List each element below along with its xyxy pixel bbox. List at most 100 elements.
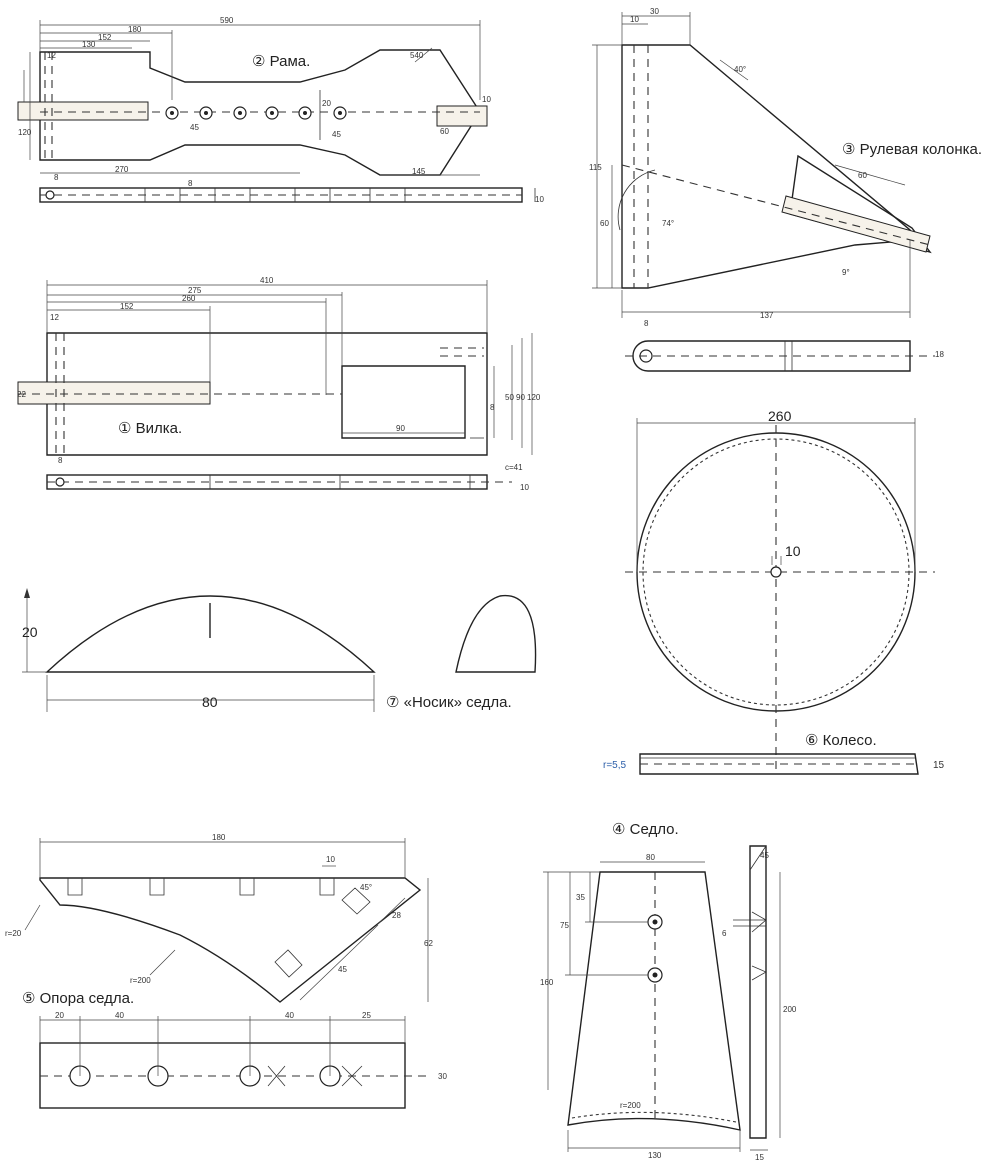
steering-dim-6: 60 — [858, 171, 867, 180]
fork-dim-13: c=41 — [505, 463, 523, 472]
frame-dim-8: 20 — [322, 99, 331, 108]
support-dim-8: r=200 — [130, 976, 151, 985]
saddle-dim-10: 6 — [722, 929, 727, 938]
steering-dim-8: 9° — [842, 268, 850, 277]
saddle-support-part: 180 10 45° 28 45 62 r=20 r=200 ⑤ Опора с… — [5, 833, 447, 1109]
saddle-dim-2: 45 — [760, 851, 769, 860]
steering-dim-11: 18 — [935, 350, 944, 359]
frame-slot-left — [17, 101, 149, 121]
fork-body — [46, 332, 488, 456]
frame-dim-14: 10 — [535, 195, 544, 204]
fork-dim-1: 410 — [260, 276, 274, 285]
support-dim-2: 10 — [326, 855, 335, 864]
fork-dim-5: 12 — [50, 313, 59, 322]
fork-dim-12: 8 — [58, 456, 63, 465]
steering-dim-3: 40° — [734, 65, 746, 74]
steering-slot — [781, 195, 931, 253]
steering-dimension-lines — [592, 12, 911, 318]
saddle-dim-6: 200 — [783, 1005, 797, 1014]
saddle-body — [567, 871, 741, 1131]
support-dim-9: 20 — [55, 1011, 64, 1020]
frame-dim-12: 270 — [115, 165, 129, 174]
saddle-part: 80 45 35 75 160 200 r=200 130 15 6 ④ Сед… — [540, 821, 797, 1162]
support-dim-12: 25 — [362, 1011, 371, 1020]
support-dim-13: 30 — [438, 1072, 447, 1081]
frame-dim-15: 8 — [54, 173, 59, 182]
support-dimension-lines — [24, 838, 429, 1002]
saddle-dim-8: 130 — [648, 1151, 662, 1160]
steering-tube — [789, 154, 932, 254]
frame-dim-11: 10 — [482, 95, 491, 104]
nose-dim-height: 20 — [22, 624, 38, 640]
frame-slot-right — [436, 105, 488, 127]
steering-dim-7: 74° — [662, 219, 674, 228]
steering-side-view — [632, 340, 911, 372]
frame-dim-3: 152 — [98, 33, 112, 42]
support-dim-6: 62 — [424, 939, 433, 948]
wheel-dim-groove: r=5,5 — [603, 760, 627, 771]
wheel-title: ⑥ Колесо. — [805, 732, 877, 749]
frame-dim-9: 45 — [332, 130, 341, 139]
fork-dim-11: 90 — [396, 424, 405, 433]
saddle-title: ④ Седло. — [612, 821, 679, 838]
support-dim-1: 180 — [212, 833, 226, 842]
fork-dim-10: 8 — [490, 403, 495, 412]
fork-dim-8: 90 — [516, 393, 525, 402]
frame-dim-17: 120 — [18, 128, 32, 137]
saddle-nose-part: 20 80 ⑦ «Носик» седла. — [22, 588, 537, 712]
frame-dim-16: 8 — [188, 179, 193, 188]
saddle-dim-9: 15 — [755, 1153, 764, 1162]
fork-dim-6: 22 — [17, 390, 26, 399]
fork-slot — [17, 381, 211, 405]
steering-dim-5: 60 — [600, 219, 609, 228]
support-dim-10: 40 — [115, 1011, 124, 1020]
saddle-nose-side — [455, 594, 537, 673]
support-dim-11: 40 — [285, 1011, 294, 1020]
steering-body — [621, 44, 917, 289]
wheel-side-view — [639, 753, 919, 775]
frame-dim-10: 60 — [440, 127, 449, 136]
saddle-dim-5: 160 — [540, 978, 554, 987]
frame-dim-1: 590 — [220, 16, 234, 25]
fork-dimension-lines — [46, 280, 533, 455]
wheel-dim-hole: 10 — [785, 543, 801, 559]
steering-dim-4: 115 — [589, 163, 602, 172]
fork-dim-3: 260 — [182, 294, 196, 303]
fork-dim-2: 275 — [188, 286, 202, 295]
steering-dim-1: 30 — [650, 7, 659, 16]
fork-dim-4: 152 — [120, 302, 134, 311]
support-dim-3: 45° — [360, 883, 372, 892]
saddle-dim-1: 80 — [646, 853, 655, 862]
wheel-dim-thickness: 15 — [933, 760, 945, 771]
wheel-dim-diameter: 260 — [768, 408, 792, 424]
fork-dim-14: 10 — [520, 483, 529, 492]
frame-dim-4: 130 — [82, 40, 96, 49]
fork-dim-9: 120 — [527, 393, 541, 402]
frame-holes — [165, 106, 347, 120]
saddle-side-view — [749, 845, 767, 1139]
nose-dim-width: 80 — [202, 694, 218, 710]
support-dim-4: 28 — [392, 911, 401, 920]
saddle-dimension-lines — [543, 861, 781, 1152]
frame-dim-7: 45 — [190, 123, 199, 132]
frame-dimension-lines — [23, 20, 481, 176]
saddle-dim-7: r=200 — [620, 1101, 641, 1110]
steering-dim-2: 10 — [630, 15, 639, 24]
frame-dim-5: 12 — [47, 51, 56, 60]
saddle-nose-title: ⑦ «Носик» седла. — [386, 694, 512, 711]
support-dim-7: r=20 — [5, 929, 22, 938]
steering-column-part: 30 10 40° 115 60 60 74° 9° 137 8 18 ③ Ру… — [589, 7, 982, 372]
saddle-dim-3: 35 — [576, 893, 585, 902]
fork-side-view — [46, 474, 488, 490]
steering-dim-9: 137 — [760, 311, 774, 320]
steering-title: ③ Рулевая колонка. — [842, 141, 982, 158]
fork-dim-7: 50 — [505, 393, 514, 402]
frame-dim-2: 180 — [128, 25, 142, 34]
steering-dim-10: 8 — [644, 319, 649, 328]
frame-part: 590 180 152 130 12 540 45 20 45 60 10 27… — [17, 16, 544, 204]
saddle-nose-front — [45, 595, 376, 673]
frame-title: ② Рама. — [252, 53, 310, 70]
fork-title: ① Вилка. — [118, 420, 182, 437]
support-body — [39, 877, 422, 1003]
